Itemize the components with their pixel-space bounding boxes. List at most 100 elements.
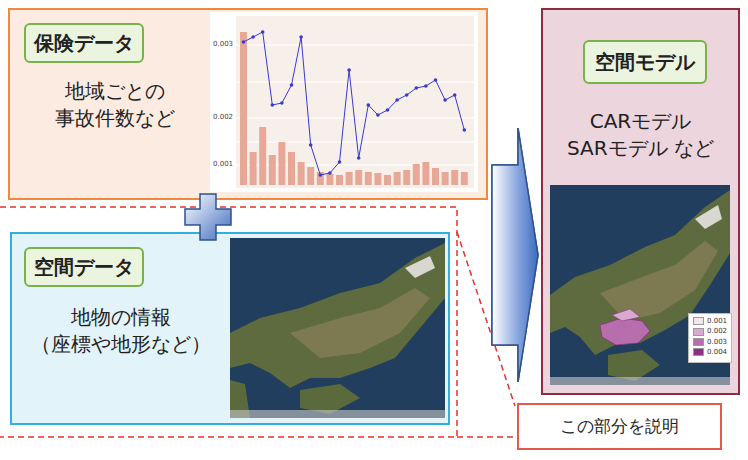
attribution-strip [550,377,730,385]
bar [269,155,276,185]
point [338,160,342,164]
island [608,350,660,381]
bar [326,174,333,185]
point [405,93,409,97]
legend-swatch [693,328,704,336]
legend-text: 0.003 [707,338,727,346]
axis-label-holder: 0.001 [213,161,233,168]
legend-swatch [693,338,704,346]
legend-row: 0.004 [693,348,727,356]
point [443,98,447,102]
axis-label-holder: 0.002 [213,114,233,121]
legend-swatch [693,348,704,356]
plus-sign [184,193,232,241]
island [300,384,360,414]
block-arrow [492,128,538,382]
legend-swatch [693,317,704,325]
point [309,143,313,147]
point [271,103,275,107]
legend-row: 0.001 [693,317,727,325]
point [434,78,438,82]
point [415,86,419,90]
legend-text: 0.004 [707,348,727,356]
bar [403,170,410,185]
axis-label: 0.001 [213,160,233,168]
trend-line [244,32,465,175]
bar [413,164,420,185]
point [280,101,284,105]
bar [394,172,401,185]
body-text: 地域ごとの 事故件数など [40,78,190,132]
point [376,113,380,117]
legend-text: 0.002 [707,327,727,335]
bar [374,173,381,185]
land [550,190,730,355]
callout-text: この部分を説明 [560,415,679,438]
heading-text: 空間データ [34,254,134,280]
bar [317,172,324,185]
bar [432,168,439,185]
bar [384,175,391,185]
body-text-holder: 地域ごとの 事故件数など [40,78,190,132]
snow [405,256,435,278]
body-text-holder: 地物の情報 （座標や地形など） [16,304,226,358]
point [367,103,371,107]
chart-background [210,12,478,192]
bar [461,172,468,185]
bar [442,172,449,185]
bar [355,170,362,185]
point [251,35,255,39]
point [347,68,351,72]
bar [278,142,285,185]
trend-points [242,30,466,177]
point [395,98,399,102]
heading-box: 保険データ [24,23,144,63]
body-text-holder: CARモデル SARモデル など [543,108,738,162]
point [453,93,457,97]
point [463,128,467,132]
land-texture [600,241,718,321]
heading-text: 保険データ [34,30,134,56]
sea [230,238,445,418]
snow [695,205,722,229]
callout-box: この部分を説明 [517,403,722,450]
bar [336,175,343,185]
body-text: 地物の情報 （座標や地形など） [16,304,226,358]
value-region [612,309,640,321]
bar [365,172,372,185]
block-arrow [492,128,538,382]
map-legend: 0.001 0.002 0.003 0.004 [688,313,732,363]
bar [307,167,314,185]
bar [298,162,305,185]
point [299,35,303,39]
bar [240,32,247,185]
legend-text: 0.001 [707,317,727,325]
satellite-image [230,238,445,418]
bar [451,170,458,185]
legend-row: 0.003 [693,338,727,346]
heading-text: 空間モデル [595,49,695,75]
dashed-leader [457,436,515,438]
body-text: CARモデル SARモデル など [543,108,738,162]
bar [288,152,295,185]
bar [422,162,429,185]
axis-label-holder: 0.003 [213,41,233,48]
bars [240,32,468,185]
line-bar-chart [210,12,478,192]
attribution-strip [230,410,445,418]
bar [259,127,266,185]
heading-box: 空間モデル [583,40,707,84]
value-region [600,318,650,345]
point [386,108,390,112]
point [242,40,246,44]
legend-row: 0.002 [693,327,727,335]
grid-line [236,45,474,165]
heading-box: 空間データ [24,247,144,287]
bar [346,172,353,185]
point [290,83,294,87]
point [319,173,323,177]
point [357,156,361,160]
point [424,84,428,88]
plot-area [236,16,474,188]
point [261,30,265,34]
